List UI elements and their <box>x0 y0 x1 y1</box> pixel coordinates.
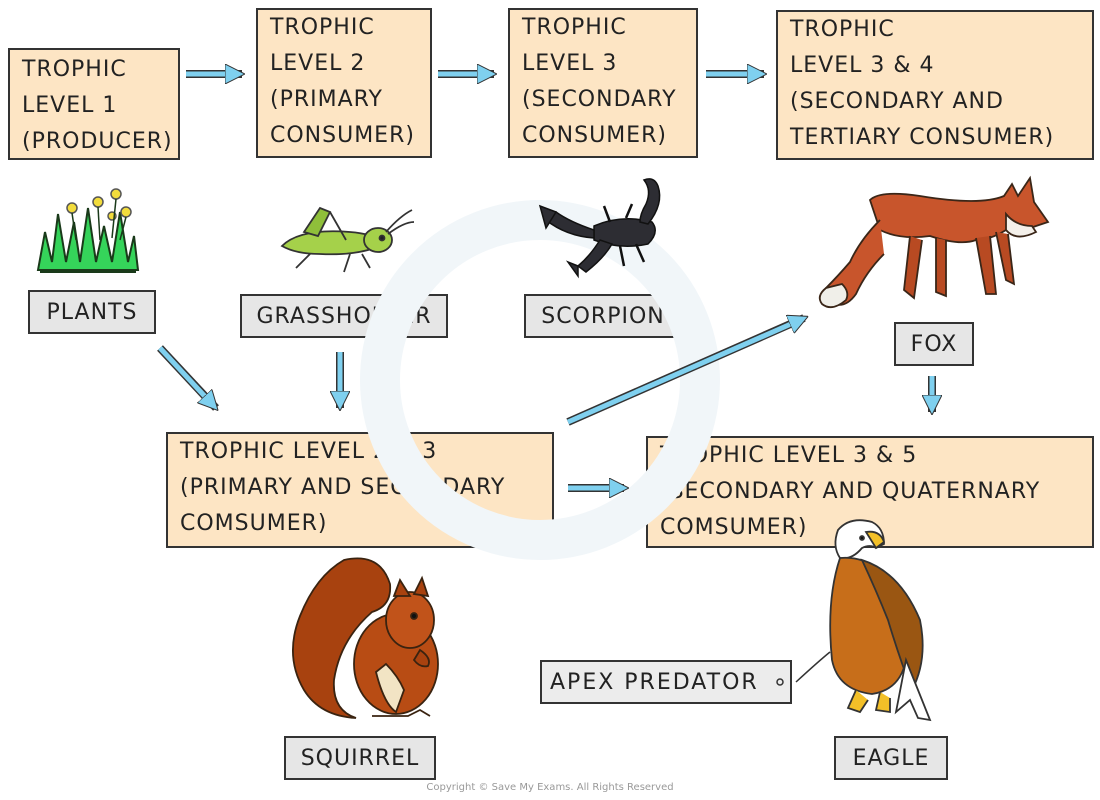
level-2-desc-2: CONSUMER) <box>270 123 415 148</box>
level-3-5-desc-1: (SECONDARY AND QUATERNARY <box>660 479 1041 504</box>
level-3-heading: TROPHIC <box>522 15 627 40</box>
eagle-label: EAGLE <box>834 736 948 780</box>
level-3-4-desc-2: TERTIARY CONSUMER) <box>790 125 1055 150</box>
trophic-level-3-5-box: TROPHIC LEVEL 3 & 5 (SECONDARY AND QUATE… <box>646 436 1094 548</box>
squirrel-icon <box>291 557 439 719</box>
apex-predator-tag: APEX PREDATOR <box>540 660 792 704</box>
watermark-icon <box>360 200 720 560</box>
apex-predator-text: APEX PREDATOR <box>550 669 759 695</box>
level-2-3-desc-2: COMSUMER) <box>180 511 328 536</box>
fox-label: FOX <box>894 322 974 366</box>
level-3-desc-2: CONSUMER) <box>522 123 667 148</box>
level-3-4-heading-2: LEVEL 3 & 4 <box>790 53 935 78</box>
level-1-description: (PRODUCER) <box>22 129 173 154</box>
plants-label: PLANTS <box>28 290 156 334</box>
eagle-icon <box>829 519 932 722</box>
squirrel-label: SQUIRREL <box>284 736 436 780</box>
level-3-5-desc-2: COMSUMER) <box>660 515 808 540</box>
level-1-heading-2: LEVEL 1 <box>22 93 118 118</box>
scorpion-icon <box>538 178 661 279</box>
apex-predator-pointer <box>795 651 831 683</box>
trophic-level-1-box: TROPHIC LEVEL 1 (PRODUCER) <box>8 48 180 160</box>
scorpion-label: SCORPION <box>524 294 682 338</box>
arrow-plants-to-squirrel <box>158 346 212 404</box>
level-2-desc-1: (PRIMARY <box>270 87 383 112</box>
fox-icon <box>818 175 1050 309</box>
level-2-heading-2: LEVEL 2 <box>270 51 366 76</box>
trophic-level-2-box: TROPHIC LEVEL 2 (PRIMARY CONSUMER) <box>256 8 432 158</box>
plants-icon <box>36 188 140 273</box>
level-2-heading: TROPHIC <box>270 15 375 40</box>
level-3-4-desc-1: (SECONDARY AND <box>790 89 1004 114</box>
level-3-4-heading: TROPHIC <box>790 17 895 42</box>
level-3-desc-1: (SECONDARY <box>522 87 677 112</box>
grasshopper-icon <box>280 206 415 273</box>
level-1-heading: TROPHIC <box>22 57 127 82</box>
arrow-squirrel-to-fox <box>566 320 800 425</box>
trophic-level-3-4-box: TROPHIC LEVEL 3 & 4 (SECONDARY AND TERTI… <box>776 10 1094 160</box>
trophic-level-3-box: TROPHIC LEVEL 3 (SECONDARY CONSUMER) <box>508 8 698 158</box>
copyright-text: Copyright © Save My Exams. All Rights Re… <box>426 782 674 793</box>
level-3-heading-2: LEVEL 3 <box>522 51 618 76</box>
